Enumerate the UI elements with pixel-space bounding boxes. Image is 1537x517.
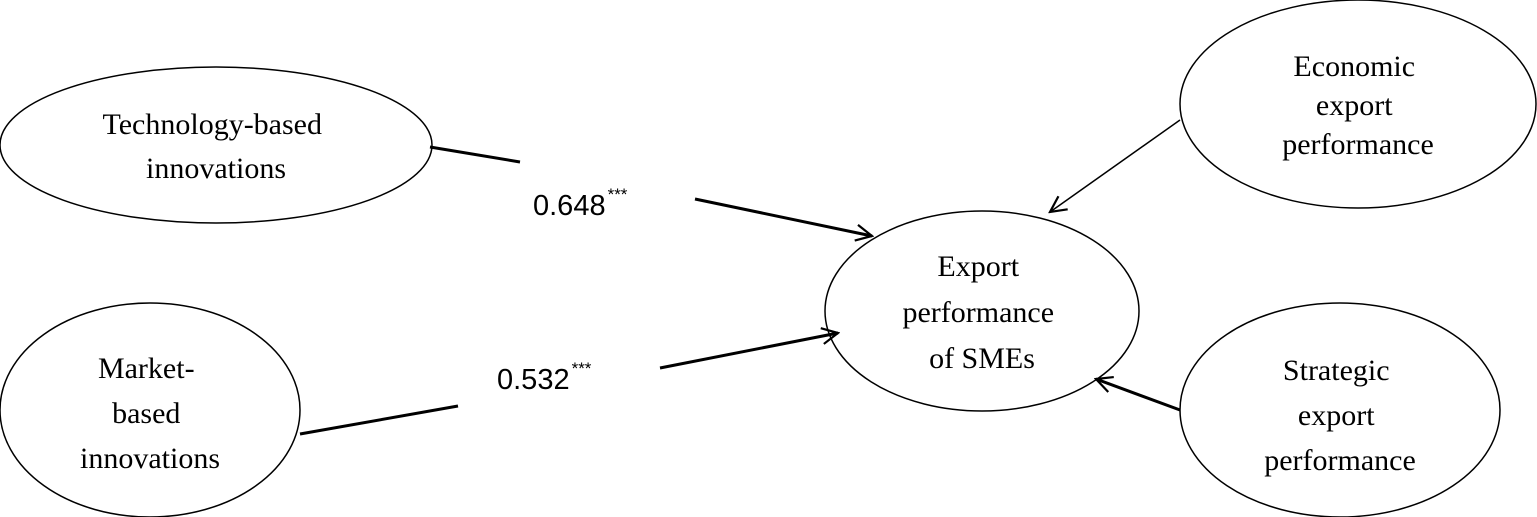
technology-coefficient-value: 0.648 xyxy=(533,190,606,222)
technology-label-line-2: innovations xyxy=(146,152,286,185)
strategic-label-line-1: Strategic xyxy=(1283,354,1390,387)
technology-path-arrow xyxy=(694,197,872,236)
market-path-coefficient: 0.532*** xyxy=(497,359,592,396)
market-path-line-start xyxy=(299,404,459,436)
technology-path-coefficient: 0.648*** xyxy=(533,185,628,222)
export-performance-node xyxy=(824,210,1140,412)
economic-label: Economic export performance xyxy=(1282,50,1434,161)
market-significance: *** xyxy=(572,359,592,378)
economic-label-line-1: Economic xyxy=(1293,50,1415,83)
export-label-line-3: of SMEs xyxy=(929,342,1035,375)
economic-export-node xyxy=(1179,0,1537,209)
economic-label-line-3: performance xyxy=(1282,128,1434,161)
economic-label-line-2: export xyxy=(1316,89,1393,122)
market-label: Market- based innovations xyxy=(80,352,220,475)
strategic-label: Strategic export performance xyxy=(1264,354,1416,477)
technology-label: Technology-based innovations xyxy=(103,108,330,185)
market-innovations-node xyxy=(0,302,301,517)
market-label-line-2: based xyxy=(112,397,180,430)
technology-innovations-node xyxy=(0,66,433,224)
export-label-line-1: Export xyxy=(937,250,1019,283)
technology-significance: *** xyxy=(608,185,628,204)
market-coefficient-value: 0.532 xyxy=(497,364,570,396)
export-label: Export performance of SMEs xyxy=(902,250,1061,375)
strategic-label-line-3: performance xyxy=(1264,444,1416,477)
strategic-label-line-2: export xyxy=(1298,399,1375,432)
export-label-line-2: performance xyxy=(902,296,1054,329)
strategic-to-export-arrow xyxy=(1096,379,1181,412)
market-label-line-3: innovations xyxy=(80,442,220,475)
technology-label-line-1: Technology-based xyxy=(103,108,323,141)
technology-path-line-start xyxy=(429,145,521,164)
market-label-line-1: Market- xyxy=(98,352,195,385)
economic-to-export-arrow xyxy=(1050,119,1181,212)
market-path-arrow xyxy=(659,333,838,370)
